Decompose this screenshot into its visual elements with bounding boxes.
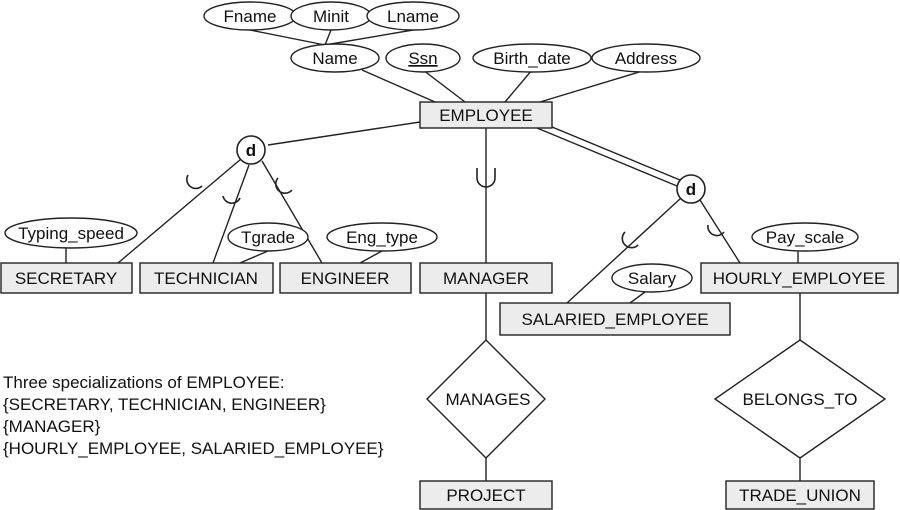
attribute-fname-label: Fname: [224, 7, 277, 26]
entity-hourly-employee-label: HOURLY_EMPLOYEE: [713, 269, 886, 288]
subset-symbol-technician: [222, 195, 241, 204]
subset-symbols: [186, 168, 725, 249]
attribute-address: Address: [591, 43, 701, 73]
specializations-caption: Three specializations of EMPLOYEE: {SECR…: [3, 372, 383, 460]
subset-symbol-hourly: [707, 224, 725, 237]
subset-symbol-manager: [476, 168, 496, 188]
attribute-birth-date-label: Birth_date: [493, 49, 571, 68]
entity-trade-union: TRADE_UNION: [725, 480, 875, 510]
attribute-minit: Minit: [290, 1, 372, 31]
attribute-lname-label: Lname: [387, 7, 439, 26]
entity-engineer: ENGINEER: [279, 262, 412, 294]
attribute-salary-label: Salary: [628, 269, 677, 288]
attribute-address-label: Address: [615, 49, 677, 68]
subset-symbol-salaried: [621, 231, 639, 249]
entity-manager: MANAGER: [419, 262, 553, 294]
relationship-belongs-to: BELONGS_TO: [713, 339, 887, 459]
entity-secretary-label: SECRETARY: [15, 269, 117, 288]
entity-technician-label: TECHNICIAN: [154, 269, 258, 288]
entity-technician: TECHNICIAN: [139, 262, 274, 294]
entity-employee-label: EMPLOYEE: [439, 106, 533, 125]
relationship-belongs-to-label: BELONGS_TO: [743, 390, 858, 409]
entity-trade-union-label: TRADE_UNION: [739, 486, 861, 505]
attribute-ssn-label: Ssn: [408, 49, 437, 68]
caption-line-2: {SECRETARY, TECHNICIAN, ENGINEER}: [3, 395, 326, 414]
caption-line-3: {MANAGER}: [3, 417, 101, 436]
entity-project: PROJECT: [419, 480, 553, 510]
connector-lines: [65, 29, 801, 481]
subset-symbol-secretary: [186, 174, 203, 190]
attribute-pay-scale-label: Pay_scale: [766, 228, 844, 247]
disjointness-circle-left: d: [236, 135, 266, 165]
disjointness-circle-right: d: [676, 174, 706, 204]
entity-project-label: PROJECT: [446, 486, 525, 505]
attribute-minit-label: Minit: [313, 7, 349, 26]
entity-employee: EMPLOYEE: [419, 101, 553, 129]
attribute-ssn: Ssn: [385, 43, 461, 73]
attribute-typing-speed-label: Typing_speed: [18, 224, 124, 243]
attribute-birth-date: Birth_date: [472, 43, 592, 73]
attribute-salary: Salary: [611, 263, 693, 293]
caption-line-4: {HOURLY_EMPLOYEE, SALARIED_EMPLOYEE}: [3, 439, 384, 458]
entity-salaried-employee: SALARIED_EMPLOYEE: [499, 302, 731, 336]
entity-salaried-employee-label: SALARIED_EMPLOYEE: [521, 310, 708, 329]
relationship-manages: MANAGES: [426, 339, 546, 459]
entity-manager-label: MANAGER: [443, 269, 529, 288]
attribute-pay-scale: Pay_scale: [751, 222, 859, 252]
relationship-manages-label: MANAGES: [445, 390, 530, 409]
disjointness-left-label: d: [246, 141, 256, 160]
attribute-typing-speed: Typing_speed: [4, 217, 138, 249]
attribute-eng-type: Eng_type: [326, 222, 438, 252]
entity-engineer-label: ENGINEER: [301, 269, 390, 288]
attribute-name: Name: [290, 43, 380, 73]
attribute-tgrade-label: Tgrade: [241, 228, 295, 247]
attribute-eng-type-label: Eng_type: [346, 228, 418, 247]
disjointness-right-label: d: [686, 180, 696, 199]
subset-symbol-engineer: [275, 177, 293, 194]
attribute-tgrade: Tgrade: [227, 222, 309, 252]
attribute-name-label: Name: [312, 49, 357, 68]
entity-hourly-employee: HOURLY_EMPLOYEE: [700, 262, 899, 294]
attribute-lname: Lname: [366, 1, 460, 31]
entity-secretary: SECRETARY: [0, 262, 133, 294]
attribute-fname: Fname: [203, 1, 297, 31]
caption-line-1: Three specializations of EMPLOYEE:: [3, 373, 285, 392]
